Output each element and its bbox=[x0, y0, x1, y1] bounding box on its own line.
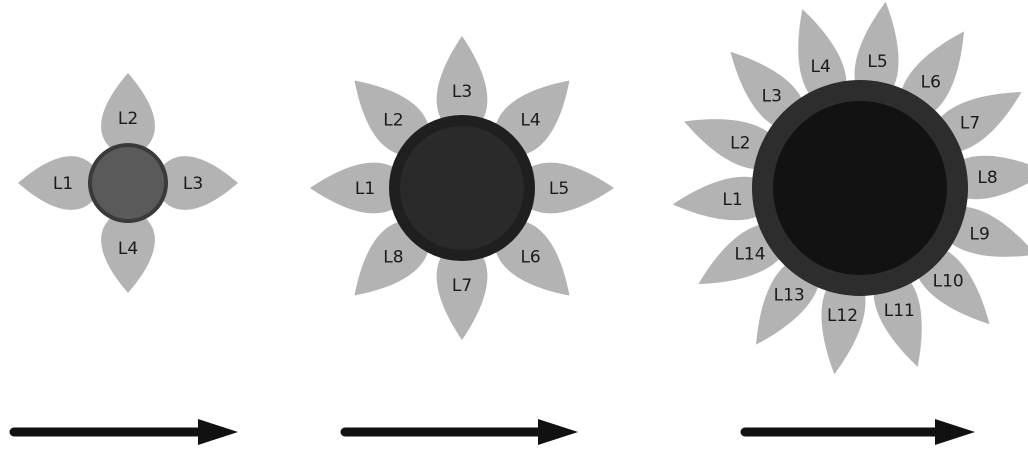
petal-label-l6: L6 bbox=[520, 248, 540, 268]
petal-label-l9: L9 bbox=[970, 224, 990, 244]
petal-label-l1: L1 bbox=[355, 179, 375, 199]
flower-center bbox=[773, 101, 947, 275]
arrow-head bbox=[538, 419, 578, 445]
petal-label-l10: L10 bbox=[933, 272, 964, 292]
petal-label-l8: L8 bbox=[383, 248, 403, 268]
petal-label-l2: L2 bbox=[730, 134, 750, 154]
petal-label-l5: L5 bbox=[867, 52, 887, 72]
petal-label-l4: L4 bbox=[811, 57, 831, 77]
arrow-right-icon bbox=[9, 419, 238, 445]
petal-l1 bbox=[310, 162, 412, 214]
flower-center bbox=[92, 147, 164, 219]
arrow-head bbox=[198, 419, 238, 445]
petal-label-l7: L7 bbox=[452, 276, 472, 296]
petal-label-l1: L1 bbox=[53, 174, 73, 194]
petal-l3 bbox=[436, 36, 488, 138]
petal-label-l3: L3 bbox=[183, 174, 203, 194]
petal-label-l1: L1 bbox=[722, 190, 742, 210]
petal-label-l4: L4 bbox=[520, 110, 540, 130]
petal-label-l13: L13 bbox=[774, 286, 805, 306]
petal-label-l11: L11 bbox=[884, 301, 915, 321]
petal-label-l12: L12 bbox=[827, 306, 858, 326]
petal-label-l3: L3 bbox=[762, 86, 782, 106]
arrow-right-icon bbox=[340, 419, 578, 445]
arrow-right-icon bbox=[740, 419, 975, 445]
petal-label-l5: L5 bbox=[549, 179, 569, 199]
petal-l1 bbox=[18, 156, 103, 210]
petal-l3 bbox=[153, 156, 238, 210]
petal-l4 bbox=[101, 208, 155, 293]
petal-label-l2: L2 bbox=[383, 110, 403, 130]
petal-label-l7: L7 bbox=[960, 114, 980, 134]
petal-label-l3: L3 bbox=[452, 82, 472, 102]
petal-label-l8: L8 bbox=[977, 168, 997, 188]
petal-l2 bbox=[101, 73, 155, 158]
petal-l7 bbox=[436, 238, 488, 340]
arrow-head bbox=[935, 419, 975, 445]
flower-center bbox=[400, 126, 524, 250]
petal-label-l4: L4 bbox=[118, 239, 138, 259]
petal-label-l14: L14 bbox=[734, 244, 765, 264]
petal-label-l6: L6 bbox=[921, 72, 941, 92]
petal-l5 bbox=[512, 162, 614, 214]
petal-label-l2: L2 bbox=[118, 109, 138, 129]
